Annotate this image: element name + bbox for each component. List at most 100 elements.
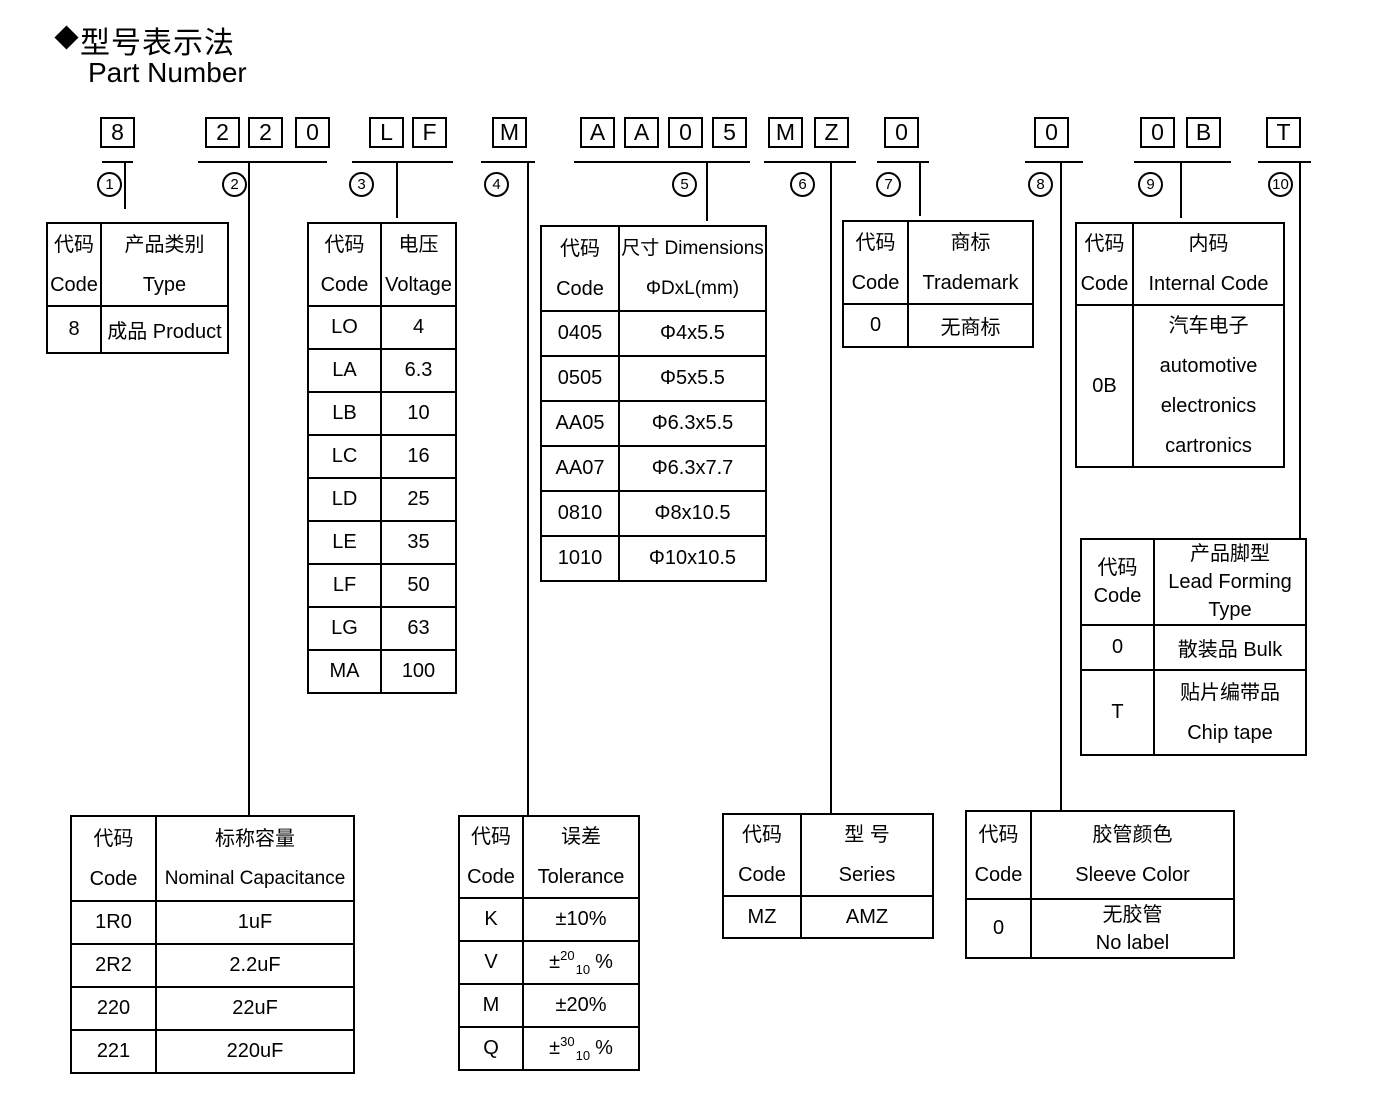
code-cell: 0405: [540, 310, 620, 357]
part-char-box: A: [624, 117, 659, 148]
group-underline: [102, 161, 133, 163]
code-cell: AA07: [540, 445, 620, 492]
part-char-box: 5: [712, 117, 747, 148]
code-cell: LO: [307, 305, 382, 350]
table-row: V ±2010%: [458, 940, 640, 985]
code-cell: T: [1080, 669, 1155, 756]
part-char-box: 2: [205, 117, 240, 148]
value-cell: 63: [380, 606, 457, 651]
group-underline: [764, 161, 856, 163]
part-char-box: L: [369, 117, 404, 148]
value-cell: ±20%: [522, 983, 640, 1028]
table-row: M ±20%: [458, 983, 640, 1028]
value-cell: 220uF: [155, 1029, 355, 1074]
connector-line: [248, 163, 250, 815]
table-row: MZ AMZ: [722, 895, 934, 939]
table-row: K ±10%: [458, 897, 640, 942]
code-cell: 1010: [540, 535, 620, 582]
connector-line: [396, 163, 398, 218]
group-underline: [574, 161, 750, 163]
value-cell: Φ6.3x5.5: [618, 400, 767, 447]
value-cell: 2.2uF: [155, 943, 355, 988]
value-cell: Φ5x5.5: [618, 355, 767, 402]
code-cell: LF: [307, 563, 382, 608]
value-cell: 6.3: [380, 348, 457, 393]
table-row: 8 成品 Product: [46, 305, 229, 354]
table-row: T 贴片编带品 Chip tape: [1080, 669, 1307, 756]
code-cell: 0: [1080, 624, 1155, 671]
table-row: 0 散装品 Bulk: [1080, 624, 1307, 671]
group-underline: [1134, 161, 1231, 163]
part-char-box: Z: [814, 117, 849, 148]
group-marker: 6: [790, 172, 815, 197]
value-cell: 22uF: [155, 986, 355, 1031]
value-cell: Φ6.3x7.7: [618, 445, 767, 492]
code-cell: LD: [307, 477, 382, 522]
code-cell: LE: [307, 520, 382, 565]
part-char-box: F: [412, 117, 447, 148]
part-char-box: M: [768, 117, 803, 148]
connector-line: [1299, 163, 1301, 538]
connector-line: [527, 163, 529, 815]
connector-line: [1060, 163, 1062, 810]
code-cell: 8: [46, 305, 102, 354]
table-row: 0B 汽车电子 automotive electronics cartronic…: [1075, 304, 1285, 468]
table-row: Q ±3010%: [458, 1026, 640, 1071]
value-cell: 35: [380, 520, 457, 565]
group-marker: 1: [97, 172, 122, 197]
group-marker: 8: [1028, 172, 1053, 197]
value-cell: 汽车电子 automotive electronics cartronics: [1132, 304, 1285, 468]
value-cell: ±3010%: [522, 1026, 640, 1071]
part-char-box: M: [492, 117, 527, 148]
part-char-box: B: [1186, 117, 1221, 148]
value-cell: Φ4x5.5: [618, 310, 767, 357]
value-cell: 10: [380, 391, 457, 436]
value-cell: 50: [380, 563, 457, 608]
value-cell: ±10%: [522, 897, 640, 942]
value-cell: Φ10x10.5: [618, 535, 767, 582]
part-char-box: 0: [295, 117, 330, 148]
code-cell: 1R0: [70, 900, 157, 945]
code-cell: M: [458, 983, 524, 1028]
value-cell: 25: [380, 477, 457, 522]
code-cell: 0505: [540, 355, 620, 402]
part-char-box: T: [1266, 117, 1301, 148]
value-cell: AMZ: [800, 895, 934, 939]
part-char-box: 0: [668, 117, 703, 148]
header-cell: 产品脚型 Lead Forming Type: [1153, 538, 1307, 626]
code-cell: 221: [70, 1029, 157, 1074]
group-underline: [352, 161, 453, 163]
group-marker: 5: [672, 172, 697, 197]
